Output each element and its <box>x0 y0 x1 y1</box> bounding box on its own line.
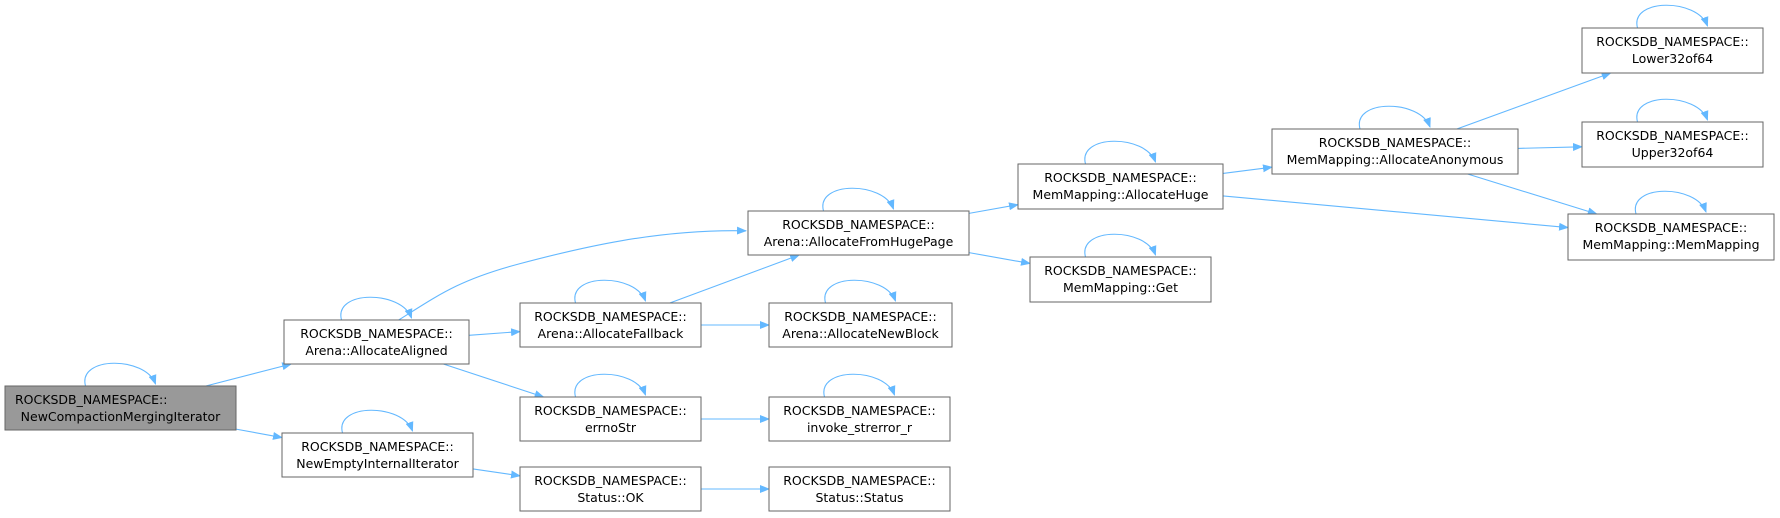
call-edge <box>968 252 1031 266</box>
node-box <box>519 302 702 348</box>
node-namespace-label: ROCKSDB_NAMESPACE:: <box>534 309 686 324</box>
self-loop-edge <box>1636 98 1709 123</box>
node-namespace-label: ROCKSDB_NAMESPACE:: <box>301 439 453 454</box>
node-namespace-label: ROCKSDB_NAMESPACE:: <box>1044 263 1196 278</box>
self-loop-edge <box>1636 4 1709 29</box>
function-node[interactable]: ROCKSDB_NAMESPACE::Arena::AllocateNewBlo… <box>768 302 953 348</box>
node-function-label: invoke_strerror_r <box>807 420 913 435</box>
function-node[interactable]: ROCKSDB_NAMESPACE::errnoStr <box>519 396 702 442</box>
call-edge <box>1467 173 1598 216</box>
node-namespace-label: ROCKSDB_NAMESPACE:: <box>300 326 452 341</box>
node-namespace-label: ROCKSDB_NAMESPACE:: <box>534 403 686 418</box>
node-box <box>519 466 702 512</box>
node-function-label: NewEmptyInternalIterator <box>296 456 459 471</box>
node-box <box>1581 121 1764 168</box>
function-node[interactable]: ROCKSDB_NAMESPACE::MemMapping::Get <box>1029 256 1212 303</box>
node-function-label: MemMapping::MemMapping <box>1582 237 1759 252</box>
call-edge <box>1222 164 1273 174</box>
node-function-label: Status::OK <box>577 490 644 505</box>
node-function-label: MemMapping::AllocateAnonymous <box>1287 152 1504 167</box>
node-function-label: Arena::AllocateFallback <box>538 326 684 341</box>
node-box <box>283 319 470 365</box>
node-namespace-label: ROCKSDB_NAMESPACE:: <box>1596 128 1748 143</box>
node-namespace-label: ROCKSDB_NAMESPACE:: <box>1319 135 1471 150</box>
call-edge <box>1456 72 1612 130</box>
nodes-layer: ROCKSDB_NAMESPACE::NewCompactionMergingI… <box>4 27 1775 512</box>
function-node[interactable]: ROCKSDB_NAMESPACE::Upper32of64 <box>1581 121 1764 168</box>
call-edge <box>398 226 747 321</box>
node-function-label: errnoStr <box>585 420 637 435</box>
function-node[interactable]: ROCKSDB_NAMESPACE::MemMapping::MemMappin… <box>1567 213 1775 261</box>
node-function-label: MemMapping::Get <box>1063 280 1178 295</box>
call-edge <box>235 428 283 440</box>
node-box <box>4 385 237 431</box>
function-node[interactable]: ROCKSDB_NAMESPACE::Arena::AllocateFallba… <box>519 302 702 348</box>
self-loop-edge <box>822 187 895 212</box>
self-loop-edge <box>1634 190 1707 215</box>
node-box <box>1271 128 1519 175</box>
root-function-node[interactable]: ROCKSDB_NAMESPACE::NewCompactionMergingI… <box>4 385 237 431</box>
node-function-label: Status::Status <box>815 490 903 505</box>
node-namespace-label: ROCKSDB_NAMESPACE:: <box>1596 34 1748 49</box>
node-box <box>1029 256 1212 303</box>
edges-layer <box>84 4 1709 493</box>
node-box <box>1567 213 1775 261</box>
function-node[interactable]: ROCKSDB_NAMESPACE::Arena::AllocateFromHu… <box>747 210 970 256</box>
self-loop-edge <box>1358 105 1431 130</box>
node-function-label: Upper32of64 <box>1632 145 1714 160</box>
node-namespace-label: ROCKSDB_NAMESPACE:: <box>784 309 936 324</box>
self-loop-edge <box>1084 233 1157 258</box>
call-edge <box>1222 195 1569 231</box>
self-loop-edge <box>341 409 414 434</box>
self-loop-edge <box>823 373 896 398</box>
call-edge <box>669 254 801 304</box>
function-node[interactable]: ROCKSDB_NAMESPACE::NewEmptyInternalItera… <box>281 432 474 478</box>
node-namespace-label: ROCKSDB_NAMESPACE:: <box>1595 220 1747 235</box>
call-edge <box>1517 143 1583 152</box>
node-function-label: Arena::AllocateNewBlock <box>782 326 939 341</box>
call-edge <box>205 362 293 387</box>
function-node[interactable]: ROCKSDB_NAMESPACE::MemMapping::AllocateH… <box>1017 163 1224 210</box>
node-function-label: Lower32of64 <box>1632 51 1713 66</box>
node-box <box>768 396 951 442</box>
node-function-label: MemMapping::AllocateHuge <box>1033 187 1209 202</box>
node-function-label: Arena::AllocateAligned <box>305 343 447 358</box>
self-loop-edge <box>84 362 157 387</box>
node-box <box>747 210 970 256</box>
self-loop-edge <box>574 279 647 304</box>
self-loop-edge <box>1084 140 1157 165</box>
call-edge <box>443 363 545 398</box>
function-node[interactable]: ROCKSDB_NAMESPACE::Arena::AllocateAligne… <box>283 319 470 365</box>
node-namespace-label: ROCKSDB_NAMESPACE:: <box>534 473 686 488</box>
function-node[interactable]: ROCKSDB_NAMESPACE::Status::Status <box>768 466 951 512</box>
node-box <box>519 396 702 442</box>
call-edge <box>472 468 521 479</box>
self-loop-edge <box>574 373 647 398</box>
node-box <box>768 302 953 348</box>
node-function-label: Arena::AllocateFromHugePage <box>764 234 954 249</box>
self-loop-edge <box>824 279 897 304</box>
node-namespace-label: ROCKSDB_NAMESPACE:: <box>783 403 935 418</box>
node-namespace-label: ROCKSDB_NAMESPACE:: <box>782 217 934 232</box>
node-box <box>281 432 474 478</box>
node-box <box>1017 163 1224 210</box>
function-node[interactable]: ROCKSDB_NAMESPACE::invoke_strerror_r <box>768 396 951 442</box>
function-node[interactable]: ROCKSDB_NAMESPACE::Lower32of64 <box>1581 27 1764 74</box>
call-edge <box>468 328 521 337</box>
node-namespace-label: ROCKSDB_NAMESPACE:: <box>1044 170 1196 185</box>
function-node[interactable]: ROCKSDB_NAMESPACE::Status::OK <box>519 466 702 512</box>
node-function-label: NewCompactionMergingIterator <box>21 409 222 424</box>
node-namespace-label: ROCKSDB_NAMESPACE:: <box>15 392 167 407</box>
self-loop-edge <box>340 296 413 321</box>
call-edge <box>968 202 1019 214</box>
node-box <box>1581 27 1764 74</box>
node-namespace-label: ROCKSDB_NAMESPACE:: <box>783 473 935 488</box>
function-node[interactable]: ROCKSDB_NAMESPACE::MemMapping::AllocateA… <box>1271 128 1519 175</box>
node-box <box>768 466 951 512</box>
